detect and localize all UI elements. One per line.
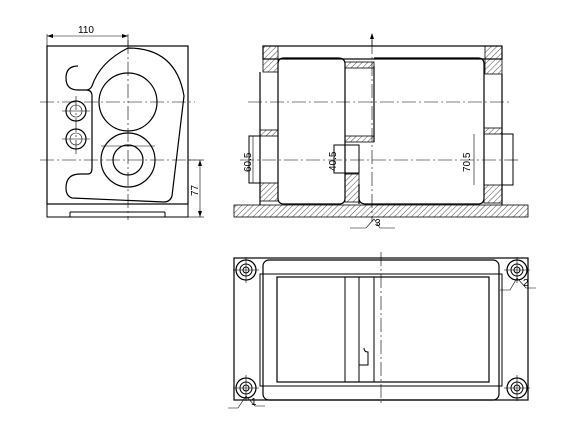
base-plate xyxy=(233,204,529,218)
top-plate xyxy=(262,45,503,60)
dim-width-label: 110 xyxy=(78,25,94,36)
bore-left-opening xyxy=(248,135,261,184)
bolt-hole-top-right xyxy=(504,257,530,283)
side-view-outline xyxy=(46,45,189,205)
cover-profile xyxy=(65,47,185,203)
plan-cavity xyxy=(276,276,490,383)
section-body-outline xyxy=(259,57,503,205)
dim-bore-3-label: 70.5 xyxy=(462,152,473,172)
dim-height-label: 77 xyxy=(190,184,201,196)
side-view: 110 77 xyxy=(40,25,204,220)
dim-bore-2-label: 40.5 xyxy=(328,151,339,171)
bolt-hole-bottom-left xyxy=(233,375,259,401)
side-view-base xyxy=(46,204,189,218)
dim-bore-1-label: 60.5 xyxy=(243,152,254,172)
plan-view: 2 1 xyxy=(228,252,536,409)
bolt-hole-bottom-right xyxy=(504,375,530,401)
section-view: 60.5 40.5 70.5 3 xyxy=(233,33,529,229)
bore-middle-opening xyxy=(333,144,360,174)
callout-3: 3 xyxy=(375,218,381,229)
bolt-hole-top-left xyxy=(233,257,259,283)
callout-1: 1 xyxy=(251,397,257,408)
bore-right-opening xyxy=(501,133,514,186)
callout-2: 2 xyxy=(523,278,529,289)
